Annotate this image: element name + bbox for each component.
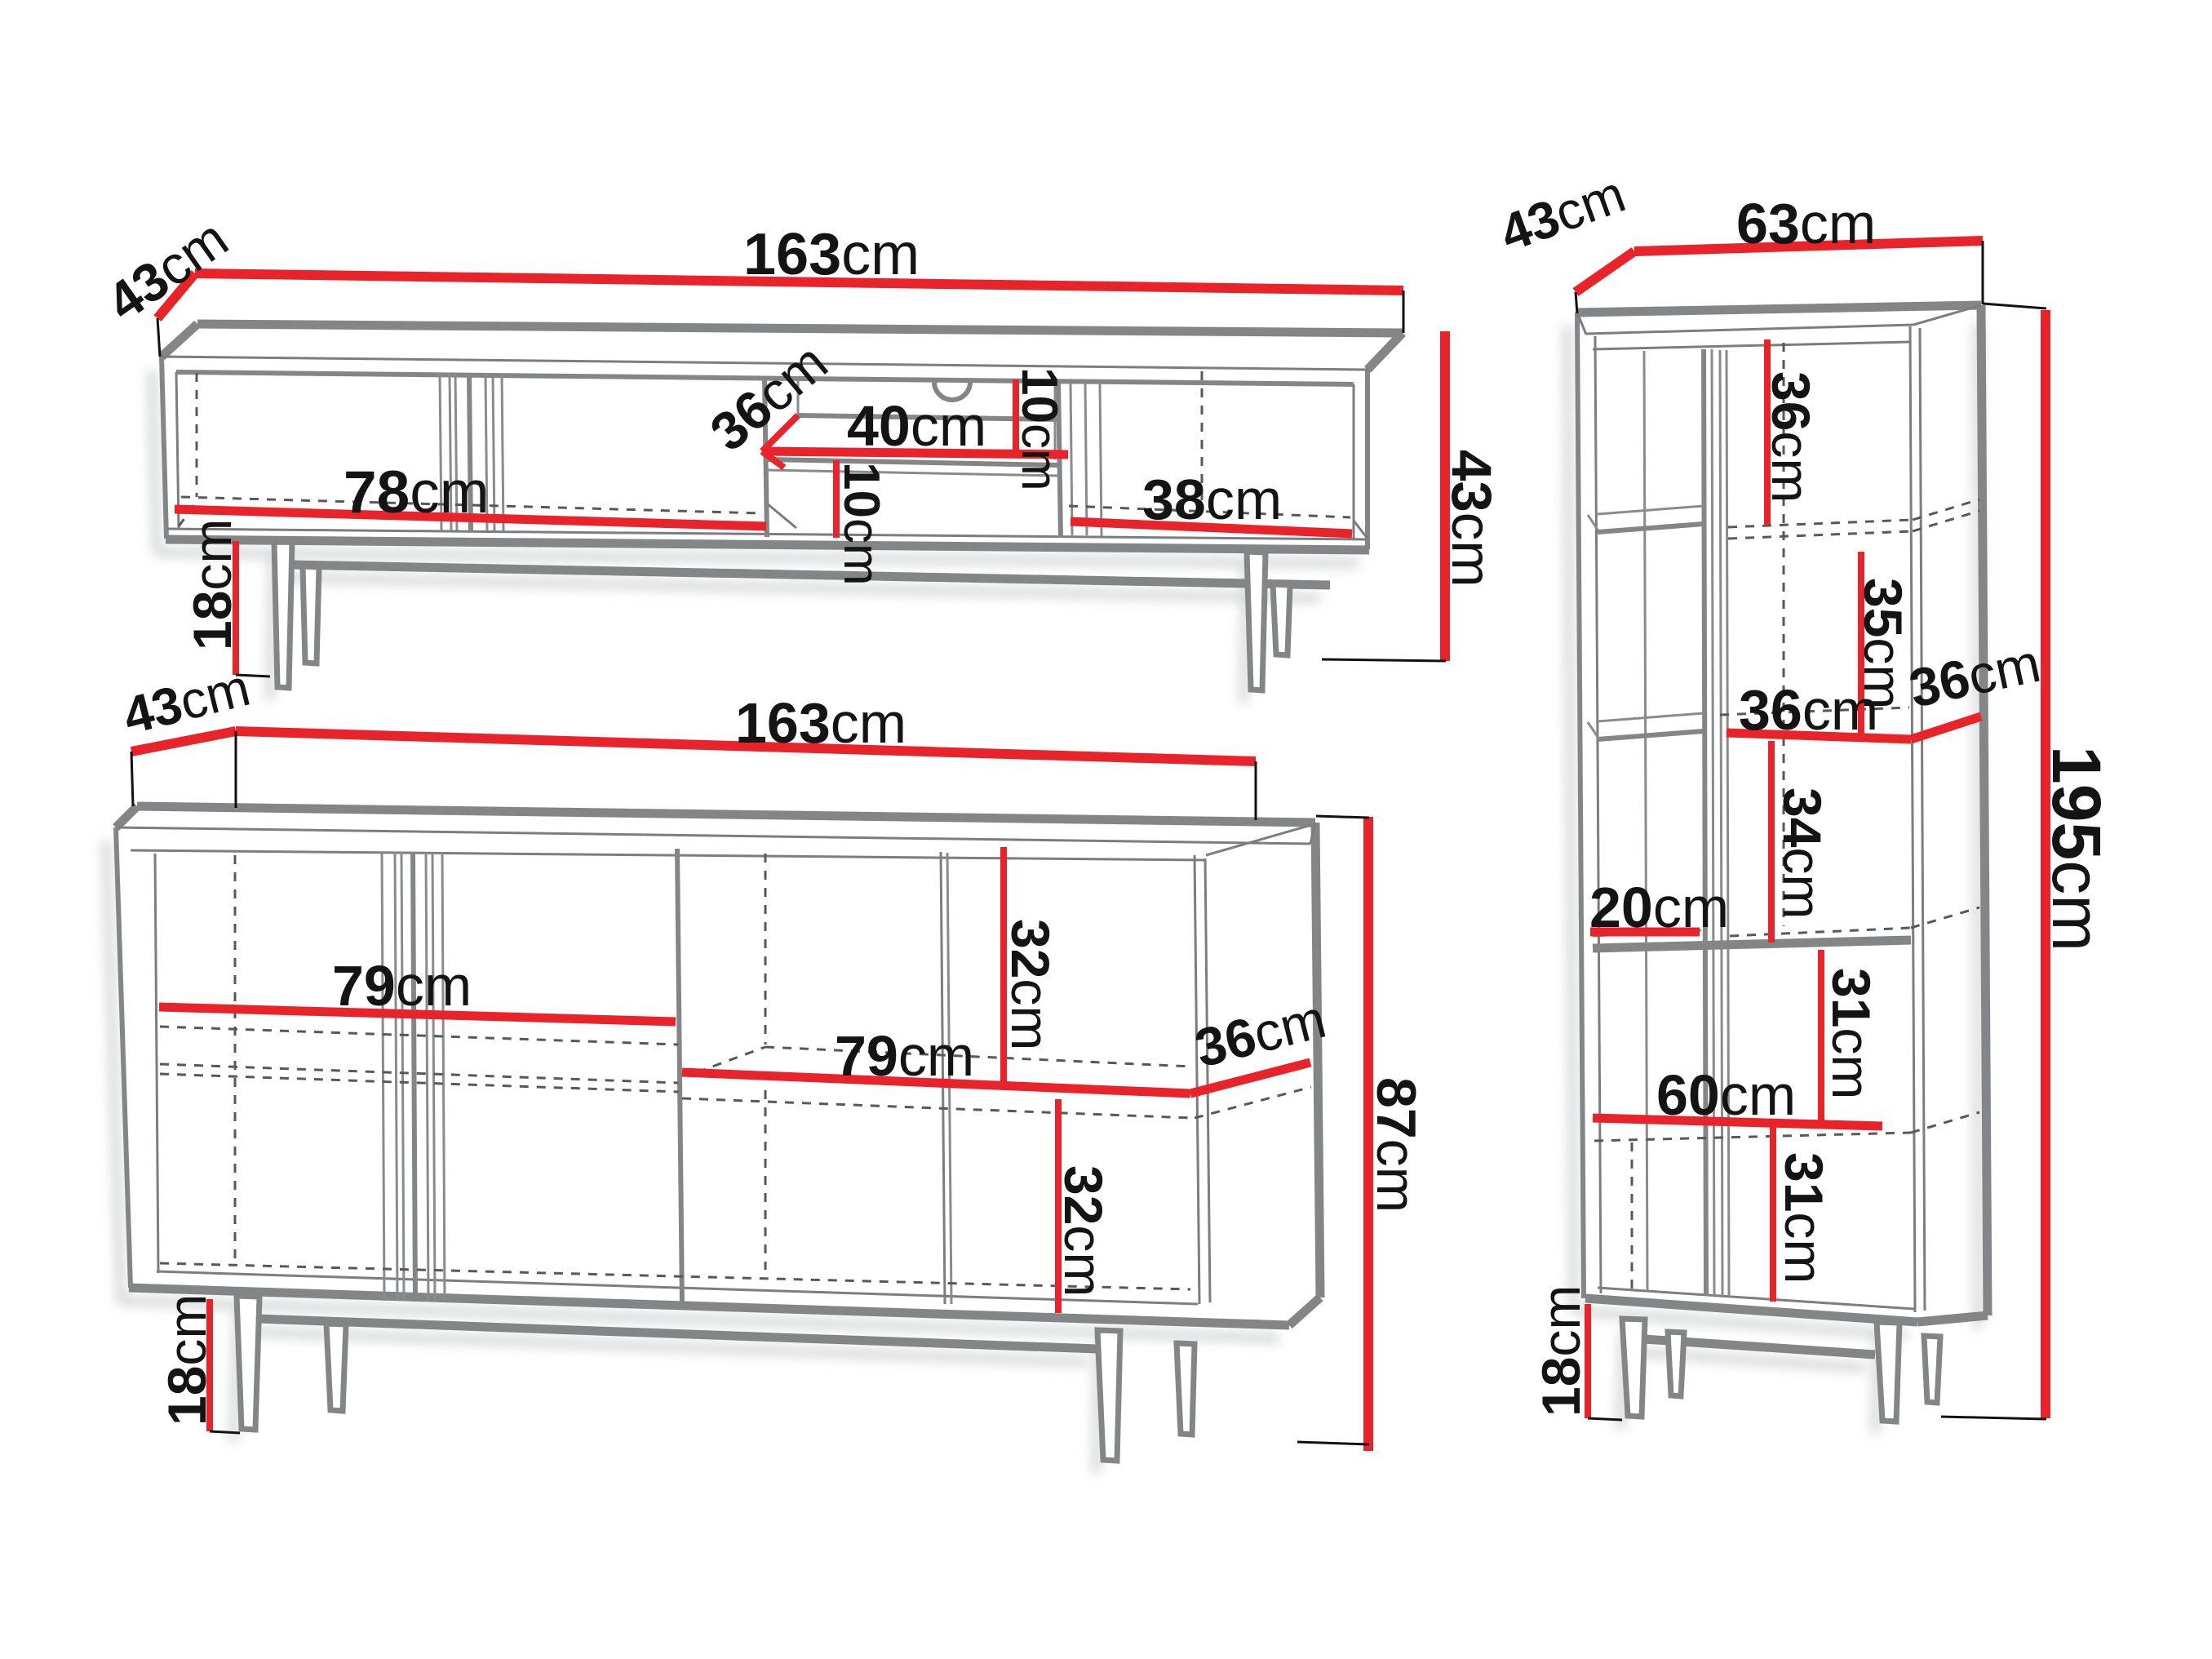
svg-text:78cm: 78cm bbox=[344, 459, 490, 526]
svg-text:35cm: 35cm bbox=[1853, 578, 1913, 709]
svg-text:32cm: 32cm bbox=[1000, 919, 1061, 1050]
svg-text:31cm: 31cm bbox=[1774, 1152, 1834, 1284]
svg-text:36cm: 36cm bbox=[1761, 371, 1821, 503]
svg-text:38cm: 38cm bbox=[1142, 468, 1282, 531]
svg-text:79cm: 79cm bbox=[332, 954, 472, 1018]
svg-text:40cm: 40cm bbox=[847, 394, 986, 458]
svg-text:79cm: 79cm bbox=[835, 1024, 974, 1088]
svg-text:195cm: 195cm bbox=[2038, 746, 2115, 951]
svg-text:10cm: 10cm bbox=[1011, 367, 1067, 491]
svg-text:163cm: 163cm bbox=[743, 222, 920, 287]
svg-text:43cm: 43cm bbox=[1440, 450, 1503, 588]
svg-text:32cm: 32cm bbox=[1053, 1165, 1114, 1297]
svg-text:20cm: 20cm bbox=[1589, 876, 1729, 939]
svg-text:18cm: 18cm bbox=[182, 519, 242, 650]
svg-text:36cm: 36cm bbox=[1739, 678, 1878, 742]
svg-text:163cm: 163cm bbox=[735, 691, 907, 755]
svg-text:87cm: 87cm bbox=[1365, 1077, 1427, 1213]
svg-text:63cm: 63cm bbox=[1736, 192, 1876, 255]
svg-text:60cm: 60cm bbox=[1656, 1063, 1796, 1127]
svg-text:18cm: 18cm bbox=[1531, 1285, 1591, 1417]
svg-text:34cm: 34cm bbox=[1772, 787, 1833, 919]
svg-text:10cm: 10cm bbox=[833, 462, 889, 586]
svg-text:18cm: 18cm bbox=[157, 1294, 217, 1426]
svg-text:31cm: 31cm bbox=[1821, 968, 1882, 1099]
